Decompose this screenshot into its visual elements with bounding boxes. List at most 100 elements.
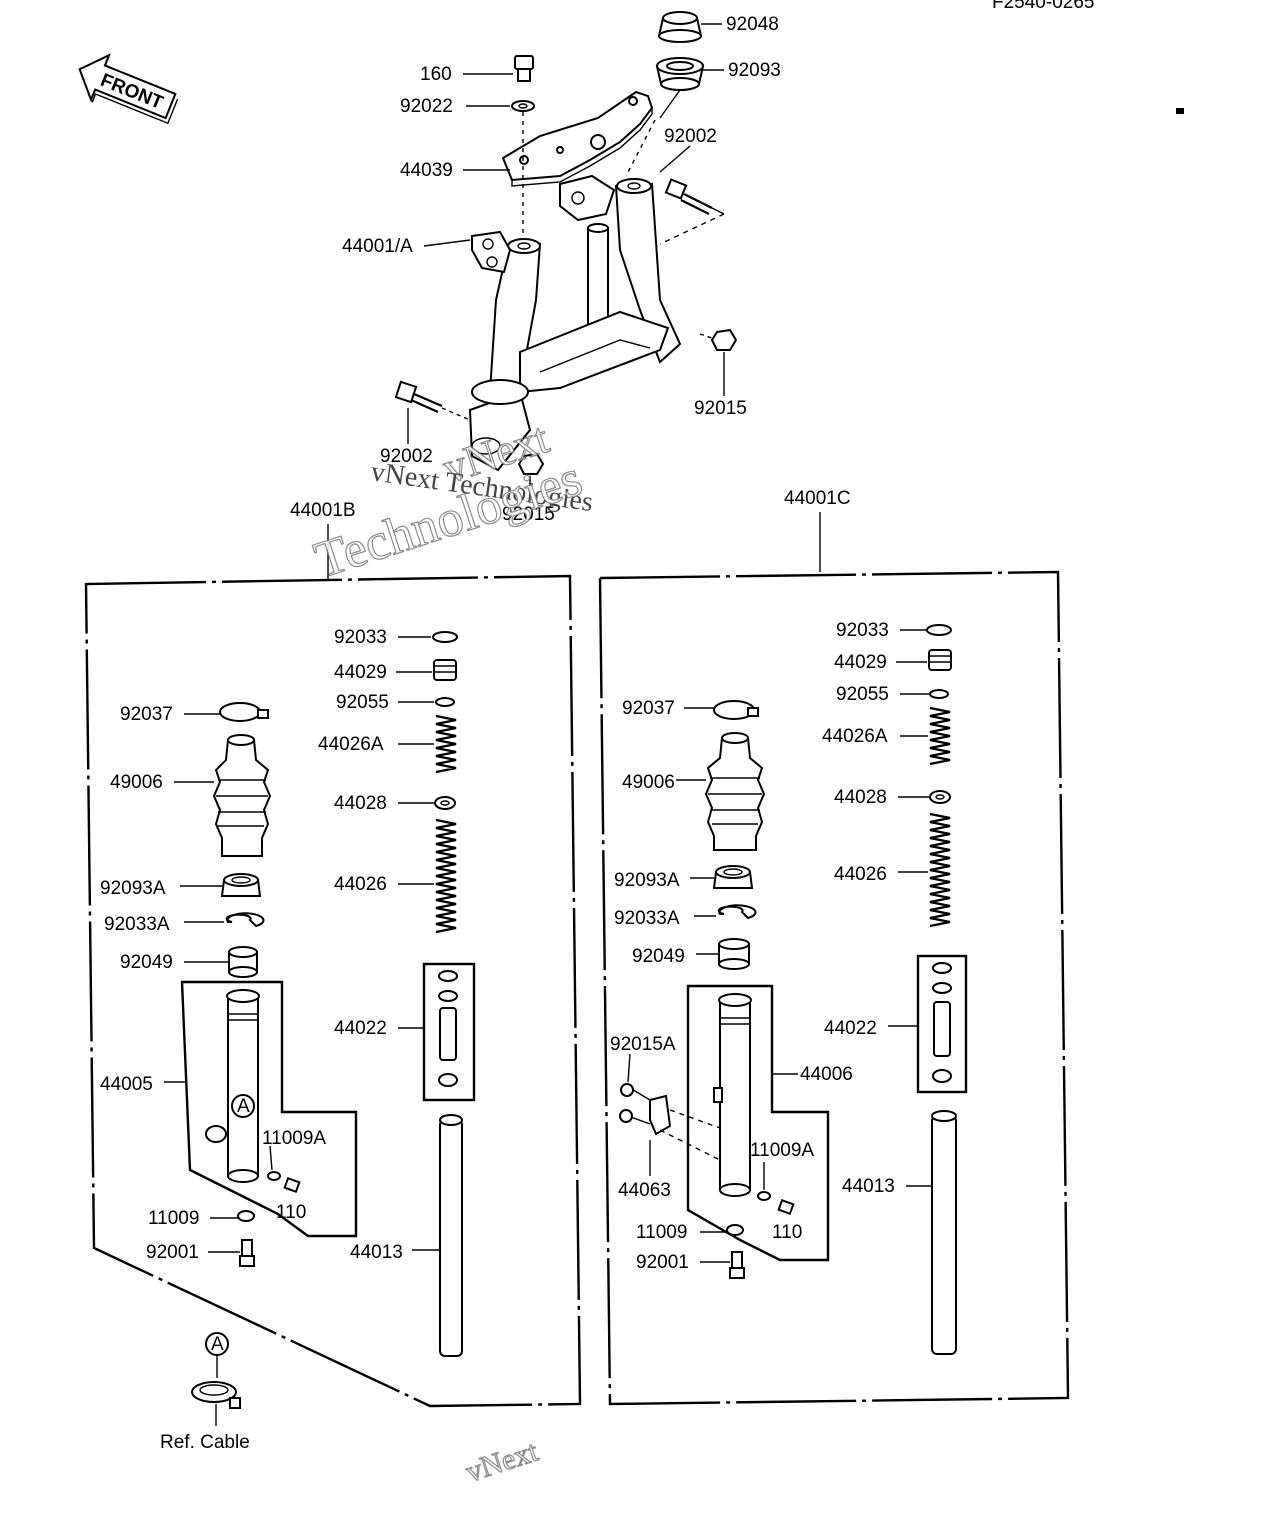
b-label-11009A: 11009A (262, 1128, 326, 1149)
c-label-92049: 92049 (632, 946, 685, 967)
c-label-92093A: 92093A (614, 870, 680, 891)
bracket-plate-44039 (501, 90, 654, 187)
washer-92022 (511, 100, 535, 112)
b-label-44013: 44013 (350, 1242, 403, 1263)
c-label-92015A: 92015A (610, 1034, 676, 1055)
c-rod-kit-44022 (916, 954, 968, 1094)
label-44039: 44039 (400, 160, 453, 181)
c-circlip-92033A (717, 904, 757, 920)
c-washer-44028 (929, 790, 951, 804)
b-circlip-92033 (432, 631, 458, 643)
label-160: 160 (420, 64, 452, 85)
b-screw-110 (283, 1176, 301, 1194)
b-label-92093A: 92093A (100, 878, 166, 899)
group-44001B: 44001B 92033 44029 92055 44026A 44028 44… (84, 500, 582, 1408)
b-plug-44029 (433, 659, 457, 681)
c-nut-92015A (619, 1083, 634, 1123)
dot-mark (1176, 108, 1184, 114)
c-label-92033A: 92033A (614, 908, 680, 929)
label-92015-bottom: 92015 (502, 504, 555, 525)
c-label-110: 110 (772, 1222, 802, 1243)
bolt-92002-lower (394, 380, 443, 414)
b-label-44026: 44026 (334, 874, 387, 895)
b-label-92033A: 92033A (104, 914, 170, 935)
nut-92015-right (710, 328, 738, 351)
b-label-92001: 92001 (146, 1242, 199, 1263)
c-label-44063: 44063 (618, 1180, 671, 1201)
c-label-44026: 44026 (834, 864, 887, 885)
c-bushing-92049 (718, 938, 750, 970)
b-seal-92093A (220, 873, 262, 897)
c-plug-44029 (928, 649, 952, 671)
b-rod-kit-44022 (422, 962, 476, 1102)
c-spring-44026A (929, 706, 951, 766)
bolt-160 (514, 55, 534, 82)
c-label-92055: 92055 (836, 684, 889, 705)
label-92022: 92022 (400, 96, 453, 117)
b-oring-92055 (435, 697, 455, 707)
c-oring-92055 (929, 689, 949, 699)
c-seal-92093A (712, 865, 754, 889)
b-label-92055: 92055 (336, 692, 389, 713)
c-gasket-11009 (726, 1224, 744, 1236)
b-clamp-92037 (219, 702, 269, 722)
ref-cable-label: Ref. Cable (160, 1432, 250, 1453)
group-b-title: 44001B (290, 500, 356, 521)
steering-stem-44001A (468, 174, 682, 472)
stem-cap-92048 (657, 11, 703, 43)
b-inner-tube-44013 (439, 1114, 463, 1357)
c-clamp-92037 (713, 700, 759, 720)
b-boot-49006 (212, 734, 272, 857)
c-outer-tube-44006 (713, 993, 752, 1197)
b-label-92033: 92033 (334, 627, 387, 648)
b-outer-tube-44005: A (205, 989, 260, 1183)
cable-clamp-icon (191, 1381, 241, 1409)
watermark-bottom: vNext (462, 1434, 543, 1488)
label-92048: 92048 (726, 14, 779, 35)
c-washer-11009A (757, 1191, 771, 1201)
label-92002-left: 92002 (380, 446, 433, 467)
group-44001C: 44001C 92033 44029 92055 44026A 44028 44… (598, 488, 1070, 1406)
label-44001A: 44001/A (342, 236, 413, 257)
b-spring-44026A (435, 714, 457, 774)
c-spring-44026 (929, 812, 951, 928)
c-label-44026A: 44026A (822, 726, 888, 747)
seal-92093 (655, 57, 705, 91)
c-label-44022: 44022 (824, 1018, 877, 1039)
b-label-92037: 92037 (120, 704, 173, 725)
b-gasket-11009 (237, 1210, 255, 1222)
b-label-44026A: 44026A (318, 734, 384, 755)
c-label-49006: 49006 (622, 772, 675, 793)
b-label-92049: 92049 (120, 952, 173, 973)
c-label-92037: 92037 (622, 698, 675, 719)
c-boot-49006 (704, 732, 766, 851)
b-label-44029: 44029 (334, 662, 387, 683)
group-c-frame (598, 570, 1070, 1406)
b-outer-tube-frame (180, 980, 358, 1238)
label-92093: 92093 (728, 60, 781, 81)
b-circlip-92033A (225, 912, 265, 928)
c-bolt-92001 (729, 1251, 745, 1279)
c-label-92001: 92001 (636, 1252, 689, 1273)
label-92002-top: 92002 (664, 126, 717, 147)
group-c-title: 44001C (784, 488, 851, 509)
b-label-11009: 11009 (148, 1208, 199, 1229)
bolt-92002-upper (664, 178, 713, 215)
c-inner-tube-44013 (931, 1110, 957, 1355)
b-label-44022: 44022 (334, 1018, 387, 1039)
b-bushing-92049 (228, 946, 258, 978)
c-outer-tube-frame (686, 984, 830, 1262)
b-label-110: 110 (276, 1202, 306, 1223)
b-spring-44026 (435, 818, 457, 934)
c-label-44029: 44029 (834, 652, 887, 673)
b-washer-44028 (434, 796, 456, 810)
b-washer-11009A (267, 1171, 281, 1181)
c-screw-110 (777, 1198, 795, 1216)
c-circlip-92033 (926, 624, 952, 636)
c-bracket-44063 (627, 1087, 721, 1161)
b-label-49006: 49006 (110, 772, 163, 793)
top-assembly: 92048 92093 160 92022 (342, 11, 781, 525)
c-label-92033: 92033 (836, 620, 889, 641)
c-label-11009: 11009 (636, 1222, 687, 1243)
front-arrow-icon: FRONT (78, 53, 179, 125)
